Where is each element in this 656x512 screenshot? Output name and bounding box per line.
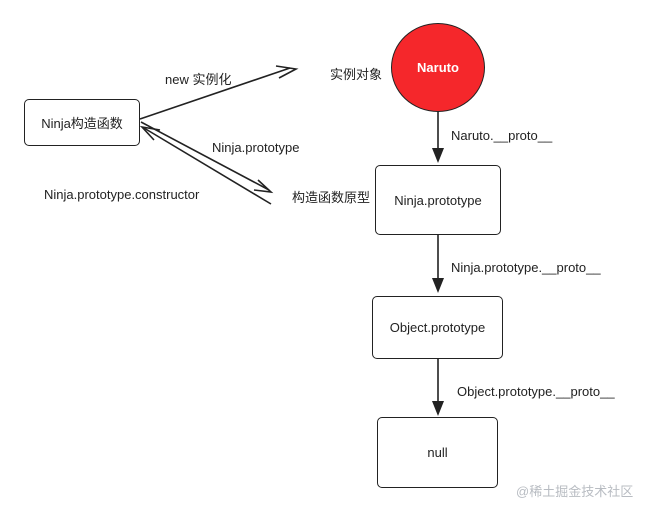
object-prototype-node: Object.prototype	[372, 296, 503, 359]
prototype-arrowhead	[253, 179, 274, 194]
null-label: null	[427, 445, 448, 460]
object-prototype-label: Object.prototype	[389, 320, 486, 335]
new-instance-arrow	[139, 67, 291, 120]
naruto-node: Naruto	[391, 23, 485, 112]
prototype-arrow	[140, 121, 270, 191]
null-node: null	[377, 417, 498, 488]
naruto-proto-label: Naruto.__proto__	[451, 128, 553, 143]
object-prototype-proto-label: Object.prototype.__proto__	[457, 384, 615, 399]
ninja-prototype-edge-label: Ninja.prototype	[212, 140, 300, 155]
constructor-edge-label: Ninja.prototype.constructor	[44, 187, 200, 202]
object-prototype-proto-arrowhead	[432, 401, 444, 416]
instance-object-label: 实例对象	[330, 67, 383, 82]
watermark: @稀土掘金技术社区	[516, 484, 634, 499]
ninja-constructor-label: Ninja构造函数	[41, 116, 123, 131]
constructor-prototype-label: 构造函数原型	[292, 190, 371, 205]
constructor-arrowhead	[139, 125, 161, 141]
new-instance-arrowhead	[275, 65, 299, 79]
new-instance-label: new 实例化	[165, 72, 232, 87]
constructor-arrow	[143, 127, 272, 205]
ninja-prototype-proto-arrowhead	[432, 278, 444, 293]
naruto-proto-arrowhead	[432, 148, 444, 163]
naruto-label: Naruto	[417, 60, 459, 75]
ninja-constructor-node: Ninja构造函数	[24, 99, 140, 146]
ninja-prototype-proto-label: Ninja.prototype.__proto__	[451, 260, 601, 275]
ninja-prototype-label: Ninja.prototype	[394, 192, 482, 208]
ninja-prototype-node: Ninja.prototype	[375, 165, 501, 235]
